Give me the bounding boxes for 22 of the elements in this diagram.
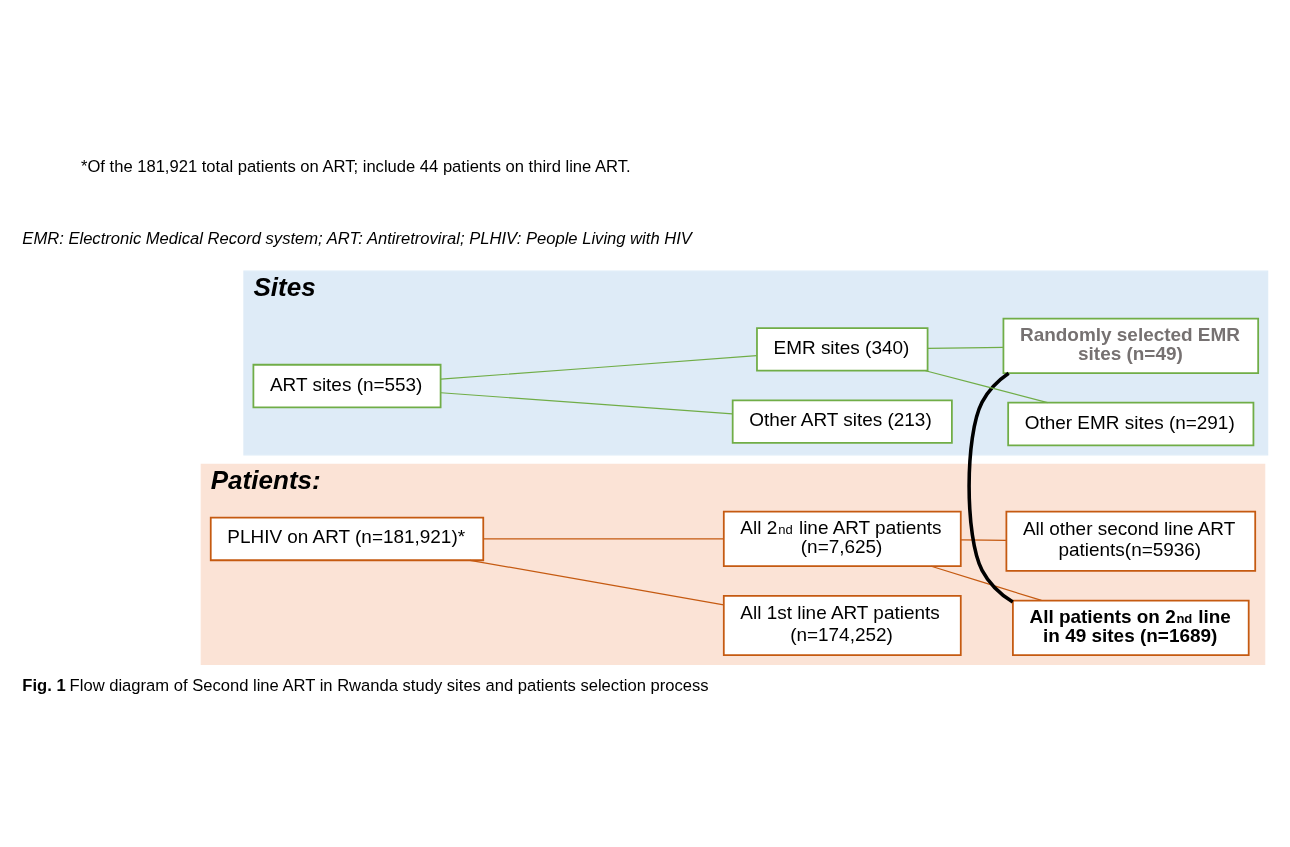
node-box: Randomly selected EMR sites (n=49) <box>1002 317 1260 374</box>
label: EMR: Electronic Medical Record system; ART: Antiretroviral; PLHIV: People Living with HIV <box>22 228 692 248</box>
connector <box>469 559 725 605</box>
connector <box>924 369 1049 403</box>
connector <box>440 391 734 414</box>
node-box: All patients on 2nd line in 49 sites (n=1689) <box>1012 599 1250 656</box>
label: *Of the 181,921 total patients on ART; include 44 patients on third line ART. <box>81 156 631 176</box>
connector <box>930 565 1043 601</box>
node-box: All 2nd line ART patients (n=7,625) <box>722 510 962 567</box>
connector <box>967 371 1014 604</box>
connector <box>482 537 725 539</box>
node-box: Other ART sites (213) <box>731 398 953 444</box>
caption: Fig. 1 Flow diagram of Second line ART in Rwanda study sites and patients selection process <box>22 675 709 695</box>
node-box: PLHIV on ART (n=181,921)* <box>209 516 485 561</box>
connector <box>960 538 1007 541</box>
node-box: Other EMR sites (n=291) <box>1007 401 1255 446</box>
connector <box>927 346 1004 349</box>
node-box: All other second line ART patients(n=5936) <box>1005 510 1257 572</box>
connector <box>440 354 758 380</box>
node-box: ART sites (n=553) <box>252 363 442 408</box>
node-box: All 1st line ART patients (n=174,252) <box>722 594 962 656</box>
node-box: EMR sites (340) <box>756 326 929 372</box>
